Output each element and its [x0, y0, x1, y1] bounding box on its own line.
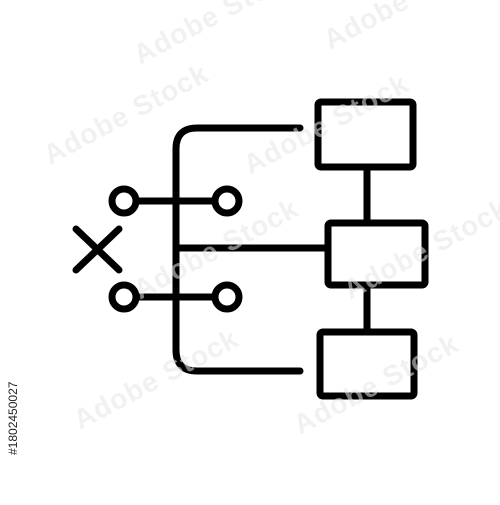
x-mark-stroke-2 [72, 225, 123, 274]
bottom-box-icon [316, 328, 418, 400]
top-left-node-circle-icon [108, 185, 140, 217]
top-right-node-circle-icon [211, 185, 243, 217]
middle-box-icon [324, 219, 429, 289]
bottom-left-node-circle-icon [108, 281, 140, 313]
bottom-right-node-circle-icon [211, 281, 243, 313]
top-box-icon [314, 98, 417, 171]
